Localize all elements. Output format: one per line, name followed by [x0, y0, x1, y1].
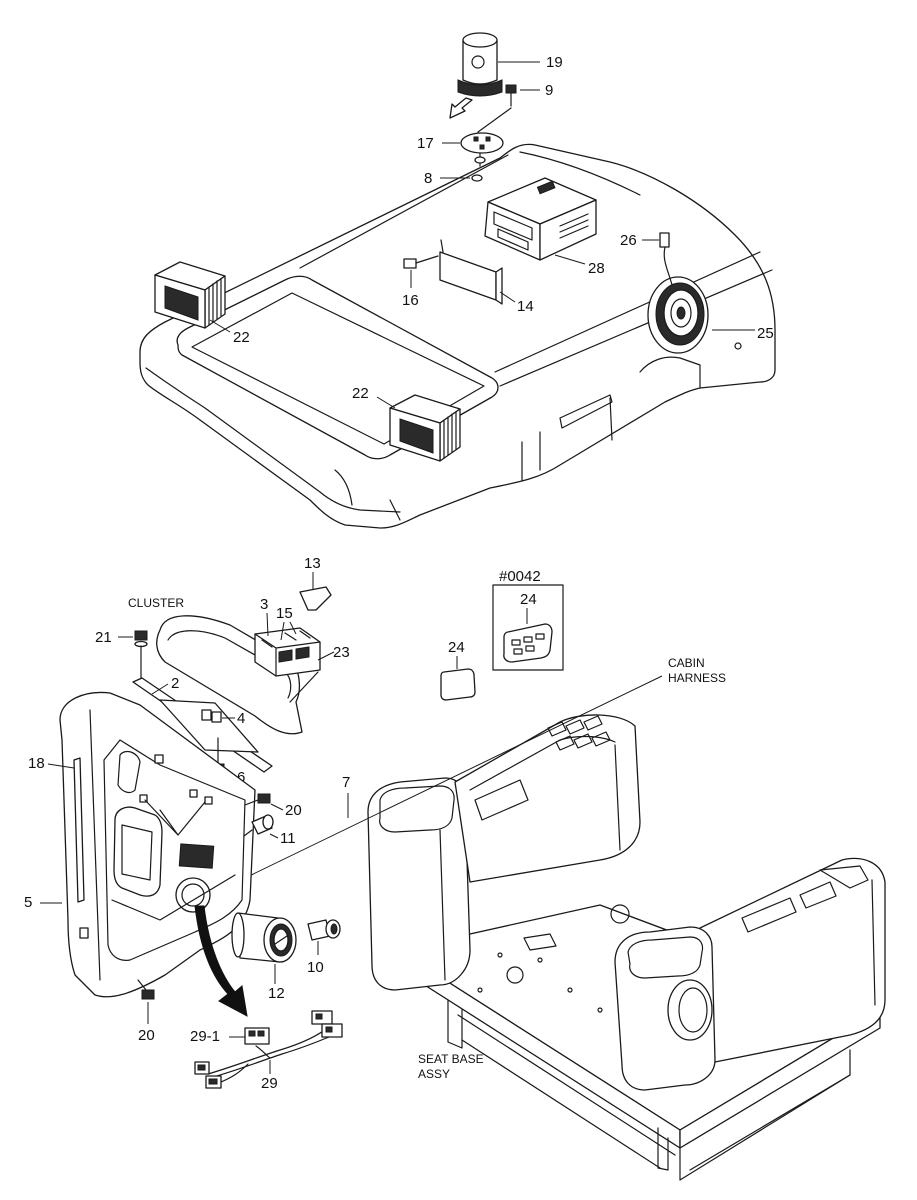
switch-10	[307, 919, 341, 941]
bracket-2	[132, 677, 273, 773]
callout-part-24: 24	[448, 639, 465, 656]
console-left-box	[367, 777, 471, 991]
callout-panel-5: 5	[24, 894, 32, 911]
callout-radio-bracket: 14	[517, 298, 534, 315]
callout-part-3: 3	[260, 596, 268, 613]
cluster-cover	[156, 615, 303, 735]
variant-switch-part	[503, 623, 553, 663]
callout-switch-10: 10	[307, 959, 324, 976]
caption-cluster: CLUSTER	[128, 596, 184, 610]
callout-bracket-2: 2	[171, 675, 179, 692]
caption-seat-base-1: SEAT BASE	[418, 1052, 484, 1066]
callout-bolt-20-upper: 20	[285, 802, 302, 819]
callout-wire-harness: 29	[261, 1075, 278, 1092]
bolt-16	[403, 255, 439, 269]
panel-trim	[73, 757, 85, 903]
caption-seat-base-2: ASSY	[418, 1067, 450, 1081]
cabin-roof	[139, 143, 776, 529]
callout-work-lamp-right: 22	[352, 385, 369, 402]
callout-bolt-20-lower: 20	[138, 1027, 155, 1044]
switch-panel	[254, 627, 321, 703]
detail-arrow	[194, 905, 248, 1017]
mount-plate	[460, 132, 504, 167]
bolt-21	[134, 630, 148, 681]
console-right-rear	[699, 857, 886, 1063]
callout-speaker-wire: 26	[620, 232, 637, 249]
callout-switch-panel: 23	[333, 644, 350, 661]
callout-harness-connector: 29-1	[190, 1028, 220, 1045]
speaker	[647, 276, 709, 354]
callout-connector-4: 4	[237, 710, 245, 727]
gauge	[231, 912, 297, 963]
part-24	[440, 668, 476, 701]
caption-cabin-harness-2: HARNESS	[668, 671, 726, 685]
callout-gauge: 12	[268, 985, 285, 1002]
caption-cabin-harness-1: CABIN	[668, 656, 705, 670]
console-center	[454, 714, 641, 883]
callout-harness-7: 7	[342, 774, 350, 791]
callout-part-13: 13	[304, 555, 321, 572]
callout-screw-6: 6	[237, 769, 245, 786]
callout-bolt-9: 9	[545, 82, 553, 99]
speaker-wire	[659, 232, 673, 286]
bolt-20-lower	[137, 979, 155, 1000]
callout-variant-part: 24	[520, 591, 537, 608]
part-11	[243, 814, 274, 837]
work-lamp-right	[389, 394, 461, 462]
part-13	[299, 586, 332, 611]
callout-part-15: 15	[276, 605, 293, 622]
speaker-mark	[734, 342, 742, 350]
connector-4	[201, 709, 222, 723]
radio-bracket	[439, 239, 503, 305]
caption-variant-code: #0042	[499, 568, 541, 585]
callout-bolt-21: 21	[95, 629, 112, 646]
wire-harness	[194, 1010, 343, 1089]
console-right-box	[614, 926, 716, 1091]
variant-box	[492, 584, 564, 671]
work-lamp-left	[154, 261, 226, 329]
beacon-lamp	[449, 32, 503, 119]
callout-beacon-lamp: 19	[546, 54, 563, 71]
callout-work-lamp-left: 22	[233, 329, 250, 346]
callout-bolt-16: 16	[402, 292, 419, 309]
radio	[484, 177, 597, 261]
callout-mount-plate: 17	[417, 135, 434, 152]
bolt-20-upper	[244, 793, 271, 806]
bolt-9	[477, 84, 517, 133]
callout-panel-trim: 18	[28, 755, 45, 772]
callout-speaker: 25	[757, 325, 774, 342]
callout-radio: 28	[588, 260, 605, 277]
callout-washer: 8	[424, 170, 432, 187]
callout-part-11: 11	[280, 830, 296, 847]
washer	[471, 174, 483, 182]
